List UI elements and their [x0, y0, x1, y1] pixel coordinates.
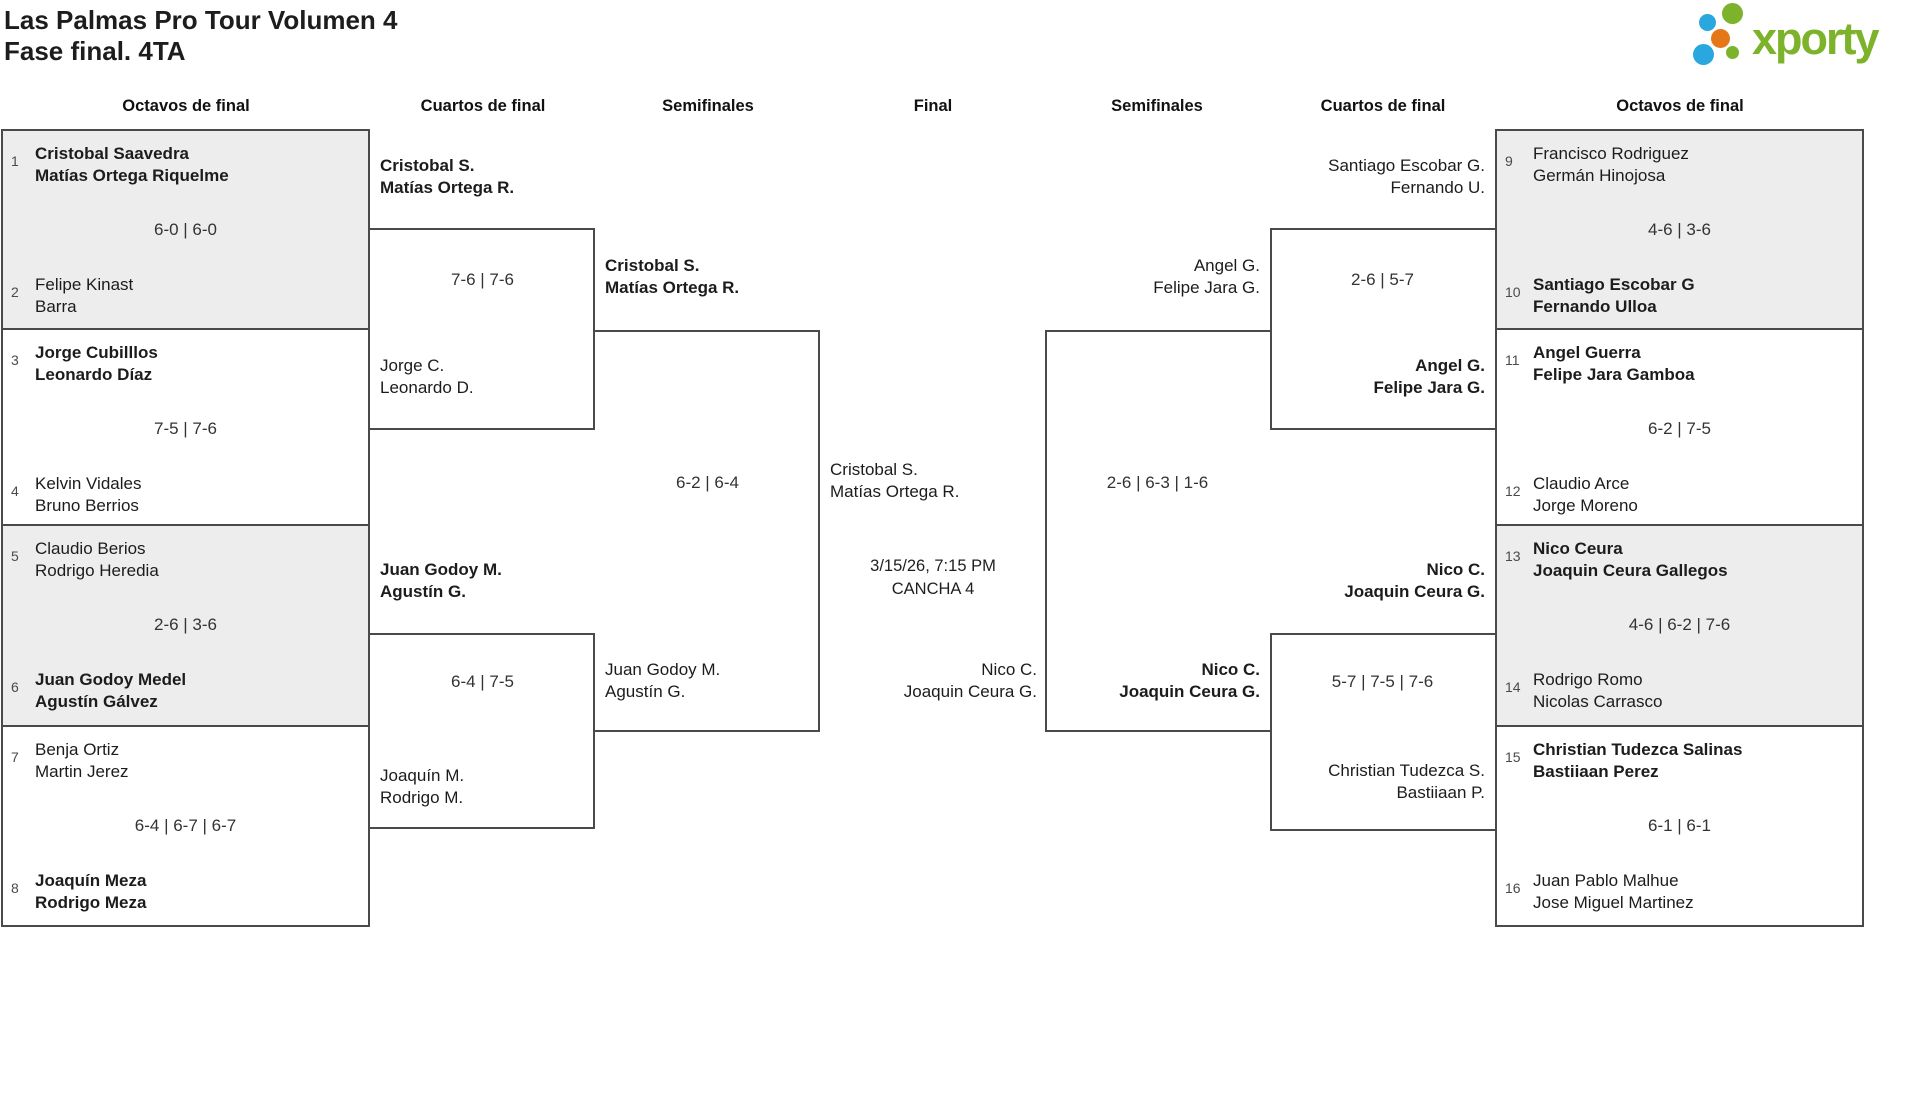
match-score: 6-4 | 6-7 | 6-7 — [134, 816, 237, 835]
team-name: Nico C. Joaquin Ceura G. — [1344, 560, 1485, 601]
logo-dot-green-small-icon — [1726, 46, 1739, 59]
match-score: 6-1 | 6-1 — [1647, 816, 1711, 835]
match-score: 6-0 | 6-0 — [153, 220, 217, 239]
match-box-3-4[interactable]: 3 Jorge Cubilllos Leonardo Díaz 7-5 | 7-… — [3, 328, 368, 524]
semifinal-left-connector[interactable] — [595, 330, 820, 732]
xporty-logo[interactable]: xporty — [1688, 2, 1920, 74]
team-name: Felipe Kinast Barra — [35, 275, 134, 316]
team-name: Cristobal Saavedra Matías Ortega Riquelm… — [35, 144, 229, 185]
team-name: Jorge C. Leonardo D. — [380, 356, 474, 397]
seed-number: 8 — [11, 880, 19, 896]
team-name: Joaquín Meza Rodrigo Meza — [35, 871, 147, 912]
logo-dot-blue-large-icon — [1693, 44, 1714, 65]
seed-number: 14 — [1505, 679, 1521, 695]
logo-dot-orange-icon — [1711, 29, 1730, 48]
match-score: 4-6 | 3-6 — [1647, 220, 1711, 239]
team-name: Santiago Escobar G Fernando Ulloa — [1533, 275, 1695, 316]
quarterfinal-right-1-connector[interactable] — [1270, 228, 1495, 430]
team-name: Nico Ceura Joaquin Ceura Gallegos — [1533, 539, 1728, 580]
seed-number: 12 — [1505, 483, 1521, 499]
team-name: Angel G. Felipe Jara G. — [1153, 256, 1260, 297]
logo-dot-green-large-icon — [1722, 3, 1743, 24]
seed-number: 5 — [11, 548, 19, 564]
final-team-bottom: Nico C. Joaquin Ceura G. — [903, 660, 1037, 701]
round-header-octavos-right: Octavos de final — [1616, 97, 1744, 115]
match-box-1-2[interactable]: 1 Cristobal Saavedra Matías Ortega Rique… — [3, 131, 368, 328]
match-score: 4-6 | 6-2 | 7-6 — [1628, 615, 1731, 634]
match-box-7-8[interactable]: 7 Benja Ortiz Martin Jerez 6-4 | 6-7 | 6… — [3, 725, 368, 925]
match-score: 2-6 | 5-7 — [1350, 270, 1414, 289]
quarterfinal-left-2-connector[interactable] — [370, 633, 595, 829]
round-header-octavos-left: Octavos de final — [122, 97, 250, 115]
round-header-final: Final — [913, 97, 953, 115]
seed-number: 16 — [1505, 880, 1521, 896]
seed-number: 4 — [11, 483, 19, 499]
match-score: 2-6 | 6-3 | 1-6 — [1106, 473, 1209, 492]
team-name: Angel G. Felipe Jara G. — [1373, 356, 1486, 397]
semifinal-right-connector[interactable] — [1045, 330, 1270, 732]
final-schedule[interactable]: 3/15/26, 7:15 PM CANCHA 4 — [870, 557, 996, 598]
seed-number: 13 — [1505, 548, 1521, 564]
match-box-9-10[interactable]: 9 Francisco Rodriguez Germán Hinojosa 4-… — [1497, 131, 1862, 328]
quarterfinal-right-2-connector[interactable] — [1270, 633, 1495, 831]
octavos-left-column: 1 Cristobal Saavedra Matías Ortega Rique… — [1, 129, 370, 927]
seed-number: 11 — [1505, 352, 1520, 368]
team-name: Nico C. Joaquin Ceura G. — [1119, 660, 1260, 701]
team-name: Benja Ortiz Martin Jerez — [35, 740, 129, 781]
team-name: Juan Godoy M. Agustín G. — [605, 660, 721, 701]
match-box-11-12[interactable]: 11 Angel Guerra Felipe Jara Gamboa 6-2 |… — [1497, 328, 1862, 524]
seed-number: 7 — [11, 749, 19, 765]
quarterfinal-left-1-connector[interactable] — [370, 228, 595, 430]
seed-number: 3 — [11, 352, 19, 368]
octavos-right-column: 9 Francisco Rodriguez Germán Hinojosa 4-… — [1495, 129, 1864, 927]
team-name: Juan Godoy Medel Agustín Gálvez — [35, 670, 187, 711]
team-name: Cristobal S. Matías Ortega R. — [605, 256, 740, 297]
seed-number: 15 — [1505, 749, 1521, 765]
page-title: Las Palmas Pro Tour Volumen 4 Fase final… — [4, 5, 398, 66]
match-box-13-14[interactable]: 13 Nico Ceura Joaquin Ceura Gallegos 4-6… — [1497, 524, 1862, 725]
round-header-semis-left: Semifinales — [662, 97, 754, 115]
seed-number: 2 — [11, 284, 19, 300]
match-box-15-16[interactable]: 15 Christian Tudezca Salinas Bastiiaan P… — [1497, 725, 1862, 925]
match-score: 2-6 | 3-6 — [153, 615, 217, 634]
team-name: Christian Tudezca Salinas Bastiiaan Pere… — [1533, 740, 1743, 781]
team-name: Kelvin Vidales Bruno Berrios — [35, 474, 142, 515]
round-header-cuartos-left: Cuartos de final — [420, 97, 546, 115]
seed-number: 6 — [11, 679, 19, 695]
match-score: 6-2 | 7-5 — [1647, 419, 1711, 438]
team-name: Claudio Arce Jorge Moreno — [1533, 474, 1638, 515]
match-score: 5-7 | 7-5 | 7-6 — [1331, 672, 1434, 691]
team-name: Santiago Escobar G. Fernando U. — [1328, 156, 1485, 197]
round-header-cuartos-right: Cuartos de final — [1320, 97, 1446, 115]
final-team-top: Cristobal S. Matías Ortega R. — [830, 460, 960, 501]
team-name: Christian Tudezca S. Bastiiaan P. — [1328, 761, 1485, 802]
logo-dot-blue-small-icon — [1699, 14, 1716, 31]
team-name: Juan Godoy M. Agustín G. — [380, 560, 502, 601]
team-name: Rodrigo Romo Nicolas Carrasco — [1533, 670, 1663, 711]
match-box-5-6[interactable]: 5 Claudio Berios Rodrigo Heredia 2-6 | 3… — [3, 524, 368, 725]
team-name: Angel Guerra Felipe Jara Gamboa — [1533, 343, 1695, 384]
seed-number: 1 — [11, 153, 19, 169]
team-name: Jorge Cubilllos Leonardo Díaz — [35, 343, 158, 384]
seed-number: 9 — [1505, 153, 1513, 169]
match-score: 7-6 | 7-6 — [450, 270, 514, 289]
team-name: Juan Pablo Malhue Jose Miguel Martinez — [1533, 871, 1694, 912]
team-name: Joaquín M. Rodrigo M. — [380, 766, 465, 807]
seed-number: 10 — [1505, 284, 1521, 300]
round-header-semis-right: Semifinales — [1111, 97, 1203, 115]
match-score: 6-4 | 7-5 — [450, 672, 514, 691]
match-score: 6-2 | 6-4 — [675, 473, 739, 492]
logo-wordmark: xporty — [1752, 13, 1880, 64]
team-name: Francisco Rodriguez Germán Hinojosa — [1533, 144, 1689, 185]
match-score: 7-5 | 7-6 — [153, 419, 217, 438]
team-name: Claudio Berios Rodrigo Heredia — [35, 539, 159, 580]
team-name: Cristobal S. Matías Ortega R. — [380, 156, 515, 197]
